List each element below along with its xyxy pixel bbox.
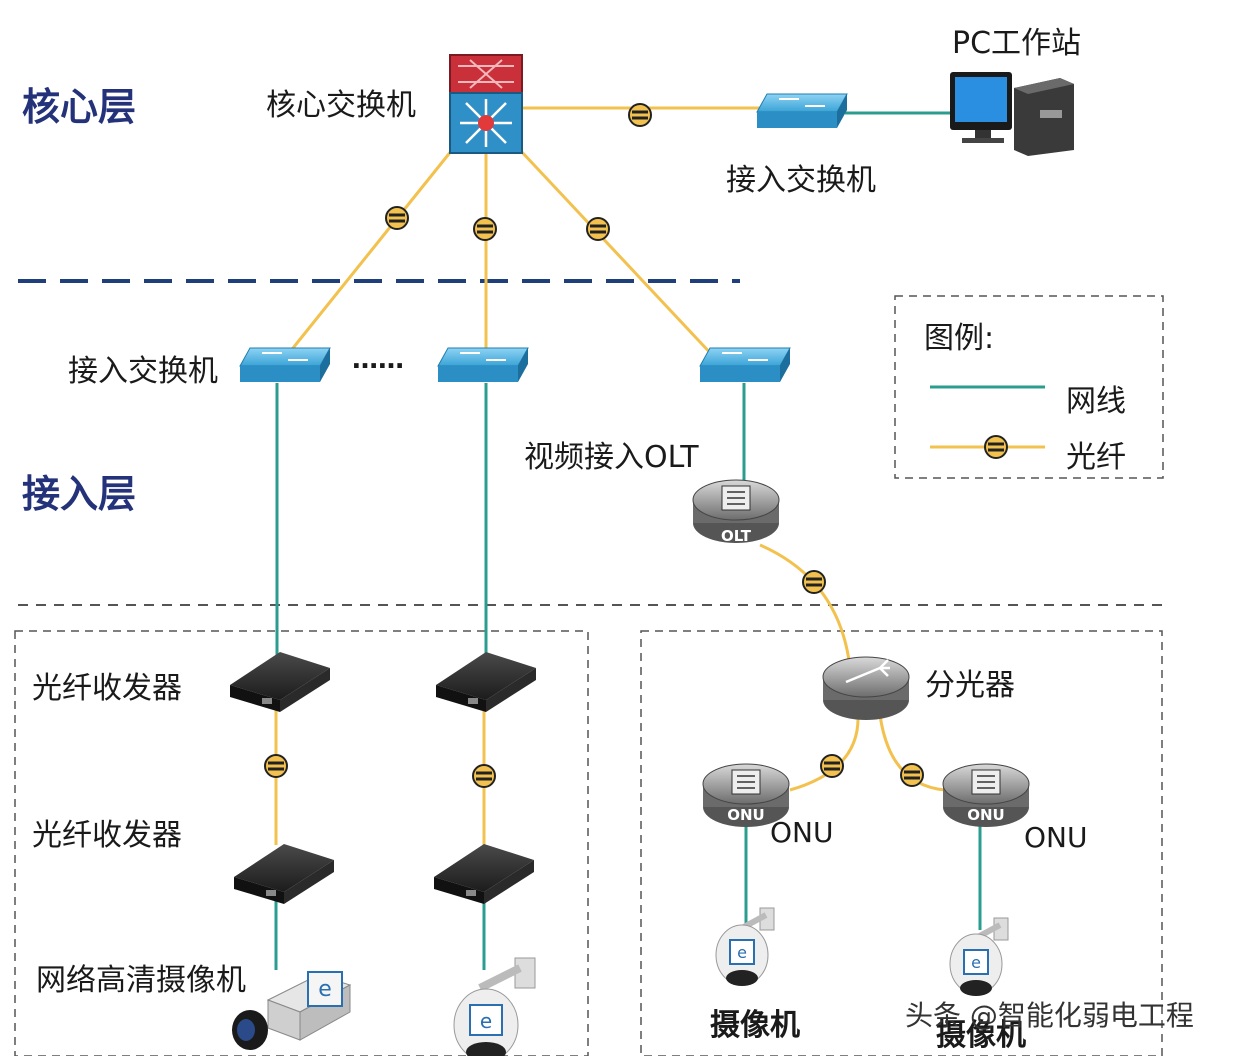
legend-title: 图例:: [924, 321, 995, 356]
pon-group-box: [640, 630, 1163, 1056]
dome-camera-left-icon: e: [715, 907, 775, 986]
network-cable-links: [274, 111, 982, 970]
ethernet-group-box: [14, 630, 589, 1056]
access-switch-left-icon: [239, 347, 331, 382]
pc-workstation-icon: [950, 72, 1074, 156]
video-olt-label: 视频接入OLT: [524, 440, 699, 475]
fiber-connector: [264, 754, 288, 778]
bullet-camera-icon: e: [232, 971, 352, 1050]
onu-left-label: ONU: [770, 816, 834, 849]
fiber-transceiver-icon: [234, 844, 334, 904]
onu-left-device-text: ONU: [727, 806, 765, 824]
access-switch-left-label: 接入交换机: [68, 354, 218, 389]
legend-fiber-label: 光纤: [1066, 440, 1126, 475]
svg-text:e: e: [480, 1009, 492, 1033]
watermark: 头条 @智能化弱电工程: [905, 999, 1194, 1032]
core-layer-title: 核心层: [22, 85, 137, 129]
onu-right-label: ONU: [1024, 821, 1088, 854]
fiber-connector: [628, 103, 652, 127]
fiber-connector: [472, 764, 496, 788]
camera-left-label: 摄像机: [710, 1008, 800, 1043]
dome-camera-icon: e: [453, 957, 536, 1056]
fiber-transceiver-icon: [434, 844, 534, 904]
pc-station-label: PC工作站: [952, 26, 1082, 61]
access-switch-middle-icon: [437, 347, 529, 382]
onu-left-device-icon: [702, 763, 790, 827]
fiber-transceiver-1-label: 光纤收发器: [32, 671, 182, 706]
ellipsis-label: ……: [352, 345, 404, 375]
splitter-label: 分光器: [925, 668, 1015, 703]
legend-box: [894, 295, 1164, 479]
fiber-links: [274, 106, 946, 845]
fiber-connector: [802, 570, 826, 594]
splitter-icon: [822, 656, 910, 720]
access-layer-title: 接入层: [22, 472, 137, 516]
fiber-connectors: [264, 103, 924, 788]
svg-text:e: e: [971, 953, 981, 972]
access-switch-top-label: 接入交换机: [726, 163, 876, 198]
fiber-transceiver-2-label: 光纤收发器: [32, 818, 182, 853]
camera-right-label: 摄像机: [936, 1018, 1026, 1053]
legend-fiber-connector-icon: [984, 435, 1008, 459]
fiber-connector: [586, 217, 610, 241]
access-switch-top-icon: [756, 93, 848, 128]
network-hd-camera-label: 网络高清摄像机: [36, 963, 246, 998]
dome-camera-right-icon: e: [949, 917, 1009, 996]
olt-device-icon: [692, 479, 780, 543]
svg-text:e: e: [737, 943, 747, 962]
fiber-transceiver-icon: [230, 652, 330, 712]
onu-right-device-text: ONU: [967, 806, 1005, 824]
svg-text:e: e: [318, 977, 332, 1002]
onu-right-device-icon: [942, 763, 1030, 827]
fiber-transceiver-icon: [436, 652, 536, 712]
legend-network-cable-label: 网线: [1066, 384, 1126, 419]
fiber-connector: [820, 754, 844, 778]
access-switch-olt-icon: [699, 347, 791, 382]
fiber-connector: [473, 217, 497, 241]
fiber-connector: [385, 206, 409, 230]
core-switch-label: 核心交换机: [266, 88, 416, 123]
core-switch-icon: [449, 54, 523, 154]
olt-device-text: OLT: [721, 527, 752, 545]
fiber-connector: [900, 763, 924, 787]
